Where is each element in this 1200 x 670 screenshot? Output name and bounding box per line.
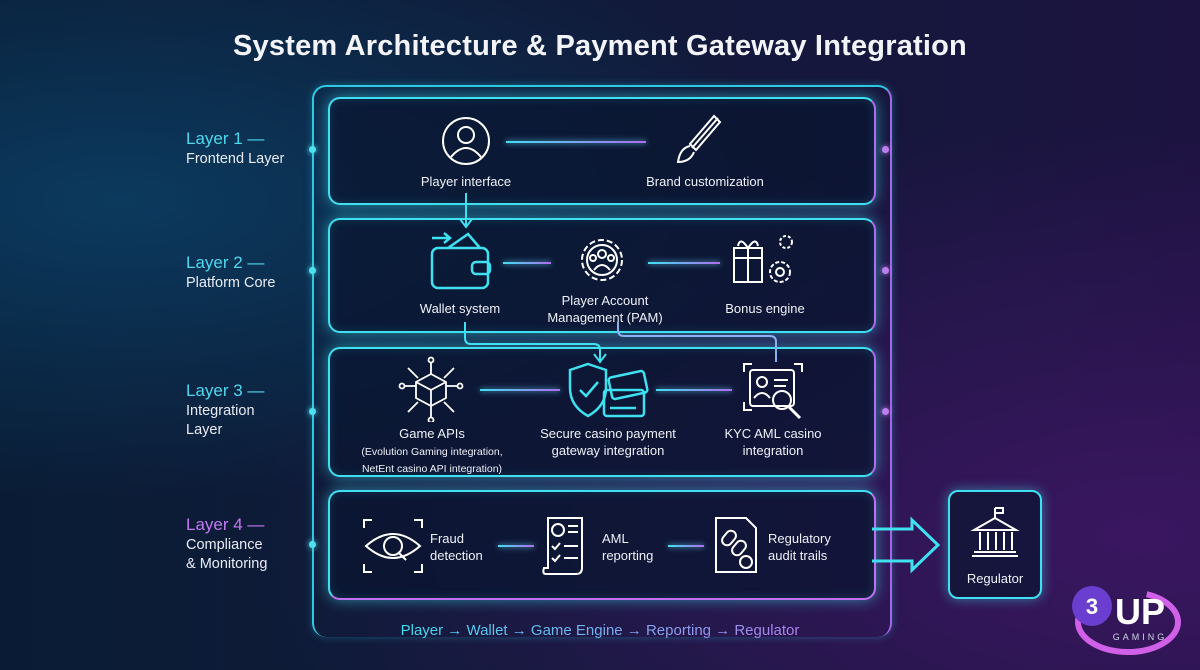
node-label: Management (PAM): [547, 310, 663, 325]
node-bonus-engine: Bonus engine: [725, 301, 805, 316]
node-label: detection: [430, 548, 483, 563]
connector-dot: [309, 267, 316, 274]
bank-icon: [970, 507, 1020, 557]
connector-dot: [309, 146, 316, 153]
report-icon: [542, 517, 583, 575]
node-game-apis: Game APIs (Evolution Gaming integration,…: [350, 425, 514, 476]
node-label: integration: [742, 443, 804, 458]
node-label: Game APIs: [399, 426, 465, 441]
layer-name: Frontend Layer: [186, 151, 285, 167]
layer-name: Layer: [186, 422, 223, 438]
node-payment-gateway: Secure casino payment gateway integratio…: [525, 425, 691, 459]
node-pam: Player Account Management (PAM): [540, 292, 670, 326]
flow-text: Player → Wallet → Game Engine → Reportin…: [393, 622, 808, 639]
node-label: Regulatory: [768, 531, 831, 546]
connector-line: [656, 389, 732, 391]
connector-dot: [882, 408, 889, 415]
connector-dot: [309, 541, 316, 548]
layer-4-label: Layer 4 — Compliance & Monitoring: [186, 514, 267, 574]
node-label: AML: [602, 531, 629, 546]
layer-name: Platform Core: [186, 275, 276, 291]
user-icon: [442, 117, 490, 165]
node-sublabel: (Evolution Gaming integration,: [361, 446, 503, 458]
flow-caption: Player → Wallet → Game Engine → Reportin…: [312, 622, 888, 639]
node-label: Player Account: [561, 293, 649, 308]
logo-mark: 3 UP GAMING: [1072, 586, 1181, 655]
layer-number: Layer 1 —: [186, 129, 265, 148]
node-fraud-detection: Fraud detection: [430, 530, 500, 564]
node-aml-reporting: AML reporting: [602, 530, 672, 564]
svg-text:GAMING: GAMING: [1113, 632, 1168, 642]
layer-2-label: Layer 2 — Platform Core: [186, 252, 275, 293]
layer-1-box: [328, 97, 876, 205]
layer-1-label: Layer 1 — Frontend Layer: [186, 128, 284, 169]
regulator-box: Regulator: [948, 490, 1042, 599]
connector-dot: [309, 408, 316, 415]
connector-line: [648, 262, 720, 264]
chain-certificate-icon: [715, 517, 757, 573]
node-label: KYC AML casino: [724, 426, 822, 441]
node-label: gateway integration: [551, 443, 665, 458]
layer-number: Layer 2 —: [186, 253, 265, 272]
connector-line: [498, 545, 534, 547]
paintbrush-icon: [676, 114, 722, 164]
connector-line: [506, 141, 646, 143]
svg-text:UP: UP: [1115, 591, 1165, 632]
svg-text:3: 3: [1086, 594, 1098, 619]
node-label: Fraud: [430, 531, 464, 546]
eye-scan-icon: [363, 519, 423, 573]
node-label: audit trails: [768, 548, 828, 563]
brand-logo: 3 UP GAMING: [1068, 572, 1188, 662]
node-player-interface: Player interface: [420, 174, 512, 189]
layer-3-label: Layer 3 — Integration Layer: [186, 380, 264, 440]
api-cube-icon: [398, 356, 464, 422]
connector-line: [503, 262, 551, 264]
layer-name: Compliance: [186, 537, 263, 553]
connector-dot: [882, 146, 889, 153]
wallet-icon: [430, 232, 492, 290]
shield-card-icon: [568, 362, 649, 418]
gear-users-icon: [581, 239, 623, 281]
id-fingerprint-icon: [743, 363, 803, 420]
node-kyc-aml: KYC AML casino integration: [710, 425, 836, 459]
page-title: System Architecture & Payment Gateway In…: [233, 30, 967, 62]
connector-line: [668, 545, 704, 547]
architecture-frame: [312, 85, 892, 637]
regulator-label: Regulator: [966, 571, 1024, 586]
node-label: reporting: [602, 548, 654, 563]
gift-gear-icon: [733, 235, 793, 283]
layer-number: Layer 4 —: [186, 515, 265, 534]
node-label: Secure casino payment: [540, 426, 676, 441]
node-sublabel: NetEnt casino API integration): [361, 463, 503, 475]
node-wallet-system: Wallet system: [419, 301, 501, 316]
node-audit-trails: Regulatory audit trails: [768, 530, 858, 564]
layer-name: & Monitoring: [186, 556, 268, 572]
layer-number: Layer 3 —: [186, 381, 265, 400]
layer-name: Integration: [186, 403, 255, 419]
connector-dot: [882, 267, 889, 274]
connector-line: [480, 389, 560, 391]
node-brand-customization: Brand customization: [646, 174, 764, 189]
